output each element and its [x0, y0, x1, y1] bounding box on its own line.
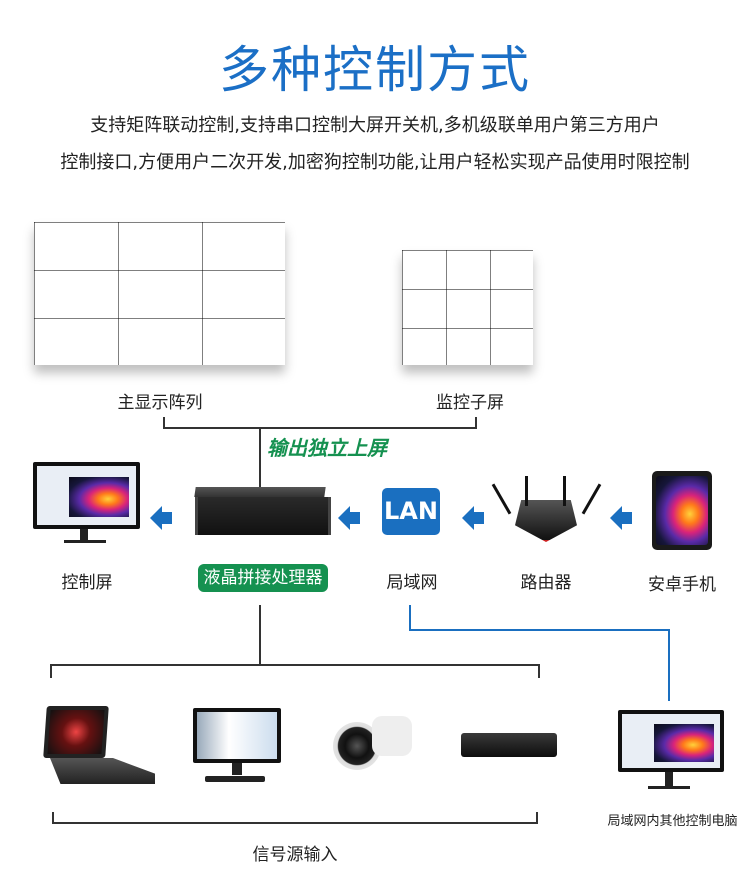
lan-connector-line — [668, 629, 670, 701]
description-line-1: 支持矩阵联动控制,支持串口控制大屏开关机,多机级联单用户第三方用户 — [90, 115, 660, 136]
bluray-player-image — [461, 733, 557, 757]
lan-icon: LAN — [382, 488, 440, 535]
monitor-stand — [64, 540, 106, 543]
bracket-line — [52, 812, 54, 824]
lan-connector-line — [409, 629, 670, 631]
sub-screen-label: 监控子屏 — [436, 393, 504, 413]
processor-top — [194, 487, 326, 497]
arrow-left-icon — [462, 506, 484, 530]
output-label: 输出独立上屏 — [267, 436, 387, 460]
sources-label: 信号源输入 — [252, 845, 338, 865]
main-wall-label: 主显示阵列 — [117, 393, 203, 413]
bracket-line — [536, 812, 538, 824]
sub-screen-image — [402, 250, 533, 365]
phone-label: 安卓手机 — [648, 575, 716, 595]
bracket-line — [538, 664, 540, 678]
desktop-image — [193, 708, 281, 763]
arrow-left-icon — [338, 506, 360, 530]
router-image — [515, 500, 577, 542]
bracket-line — [163, 417, 165, 429]
connector-line — [259, 427, 261, 505]
page-title: 多种控制方式 — [219, 41, 531, 99]
router-label: 路由器 — [520, 573, 572, 593]
camera-body — [372, 716, 412, 756]
main-video-wall-image — [34, 222, 285, 365]
connector-line — [259, 605, 261, 665]
other-pc-label: 局域网内其他控制电脑 — [607, 814, 738, 829]
laptop-base — [50, 758, 155, 784]
router-antenna — [525, 476, 528, 506]
control-monitor-image — [33, 462, 140, 529]
phone-image — [652, 471, 712, 550]
monitor-stand — [665, 772, 673, 786]
router-antenna — [491, 483, 512, 515]
lan-connector-line — [409, 605, 411, 631]
monitor-stand — [648, 786, 690, 789]
bracket-line — [475, 417, 477, 429]
processor-image — [195, 497, 331, 535]
router-antenna — [563, 476, 566, 506]
laptop-image — [43, 706, 109, 758]
arrow-left-icon — [150, 506, 172, 530]
control-screen-label: 控制屏 — [61, 573, 113, 593]
monitor-stand — [80, 529, 88, 541]
other-pc-monitor-image — [618, 710, 724, 772]
processor-label-badge: 液晶拼接处理器 — [198, 564, 328, 592]
bracket-line — [52, 822, 538, 824]
bracket-line — [50, 664, 52, 678]
arrow-left-icon — [610, 506, 632, 530]
router-antenna — [581, 483, 602, 515]
monitor-stand — [232, 763, 242, 775]
lan-label: 局域网 — [386, 573, 438, 593]
keyboard — [205, 776, 265, 782]
description-line-2: 控制接口,方便用户二次开发,加密狗控制功能,让用户轻松实现产品使用时限控制 — [60, 152, 690, 173]
bracket-line — [163, 427, 477, 429]
bracket-line — [50, 664, 540, 666]
